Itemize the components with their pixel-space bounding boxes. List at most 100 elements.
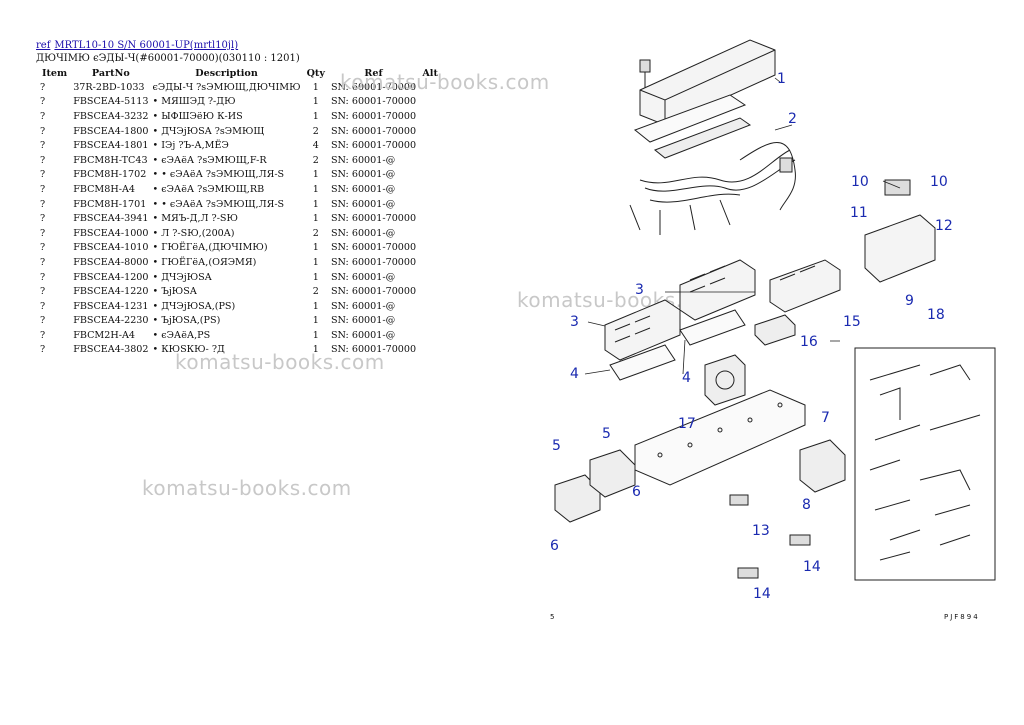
ref-cell: SN: 60001-70000 [330,81,417,93]
section-title: ДЮЧIМЮ єЭДЫ-Ч(#60001-70000)(030110 : 120… [36,53,300,64]
col-alt-header: Alt [422,67,438,79]
ref-cell: SN: 60001-@ [330,227,396,239]
qty-cell: 2 [312,227,319,239]
watermark: komatsu-books.com [142,476,352,500]
callout-5: 5 [552,438,561,454]
alt-cell [418,299,442,314]
partno-cell: FBSCEA4-8000 [73,256,149,268]
watermark: komatsu-books.com [340,70,550,94]
ref-cell: SN: 60001-@ [330,154,396,166]
ref-cell: SN: 60001-@ [330,198,396,210]
ref-cell: SN: 60001-70000 [330,110,417,122]
description-cell: • IЭј ?Ъ-А,МЁЭ [152,140,229,152]
callout-10: 10 [930,174,948,190]
cover-part-illustration [639,39,776,126]
partno-cell: FBCM8H-A4 [73,183,135,195]
description-cell: • МЯШЭД ?-ДЮ [152,96,236,108]
description-cell: • ДЧЭјЮSA [152,271,212,283]
ref-cell: SN: 60001-70000 [330,96,417,108]
item-cell: ? [40,344,46,356]
description-cell: • ЪјЮSA [152,286,197,298]
item-cell: ? [40,198,46,210]
alt-cell [418,138,442,153]
qty-cell: 1 [312,344,319,356]
description-cell: • Л ?-SЮ,(200A) [152,227,235,239]
partno-cell: FBSCEA4-1200 [73,271,149,283]
watermark: komatsu-books.com [175,350,385,374]
callout-14: 14 [753,586,771,602]
alt-cell [418,314,442,329]
ref-cell: SN: 60001-@ [330,300,396,312]
ref-cell: SN: 60001-70000 [330,140,417,152]
alt-cell [418,241,442,256]
partno-cell: FBSCEA4-5113 [73,96,149,108]
callout-14: 14 [803,559,821,575]
callout-18: 18 [927,307,945,323]
qty-cell: 1 [312,81,319,93]
partno-cell: FBSCEA4-1800 [73,125,149,137]
item-cell: ? [40,213,46,225]
item-cell: ? [40,169,46,181]
callout-13: 13 [752,523,770,539]
callout-15: 15 [843,314,861,330]
description-cell: • єЭАёА ?sЭМЮЩ,RB [152,183,265,195]
table-header-row: Item PartNo Description Qty Ref Alt [38,66,442,80]
partno-cell: FBSCEA4-1000 [73,227,149,239]
callout-8: 8 [802,497,811,513]
ref-cell: SN: 60001-@ [330,329,396,341]
qty-cell: 1 [312,329,319,341]
item-cell: ? [40,256,46,268]
qty-cell: 4 [312,140,319,152]
ref-cell: SN: 60001-@ [330,169,396,181]
item-cell: ? [40,242,46,254]
item-cell: ? [40,329,46,341]
col-qty-header: Qty [306,67,325,79]
item-cell: ? [40,81,46,93]
alt-cell [418,226,442,241]
qty-cell: 1 [312,315,319,327]
ref-link[interactable]: ref [36,40,51,51]
relay-block-illustration [604,259,841,361]
col-ref-header: Ref [364,67,383,79]
partno-cell: FBSCEA4-2230 [73,315,149,327]
alt-cell [418,109,442,124]
qty-cell: 1 [312,300,319,312]
ref-cell: SN: 60001-70000 [330,213,417,225]
wire-harness-illustration [629,142,796,235]
item-cell: ? [40,125,46,137]
qty-cell: 1 [312,271,319,283]
description-cell: • КЮSКЮ- ?Д [152,344,225,356]
qty-cell: 1 [312,110,319,122]
ref-cell: SN: 60001-@ [330,315,396,327]
qty-cell: 2 [312,286,319,298]
callout-17: 17 [678,416,696,432]
alt-cell [418,153,442,168]
alt-cell [418,270,442,285]
description-cell: єЭДЫ-Ч ?sЭМЮЩ,ДЮЧIМЮ [152,81,301,93]
col-partno-header: PartNo [91,67,130,79]
alt-cell [418,343,442,358]
description-cell: • ДЧЭјЮSA,(PS) [152,300,236,312]
alt-cell [418,284,442,299]
callout-4: 4 [682,370,691,386]
alt-cell [418,182,442,197]
base-plate-illustration [634,389,806,486]
model-link[interactable]: MRTL10-10 S/N 60001-UP(mrtl10jl) [54,40,239,51]
description-cell: • ГЮЁГёА,(ДЮЧIМЮ) [152,242,268,254]
qty-cell: 1 [312,256,319,268]
page-number: 5 [550,613,555,621]
